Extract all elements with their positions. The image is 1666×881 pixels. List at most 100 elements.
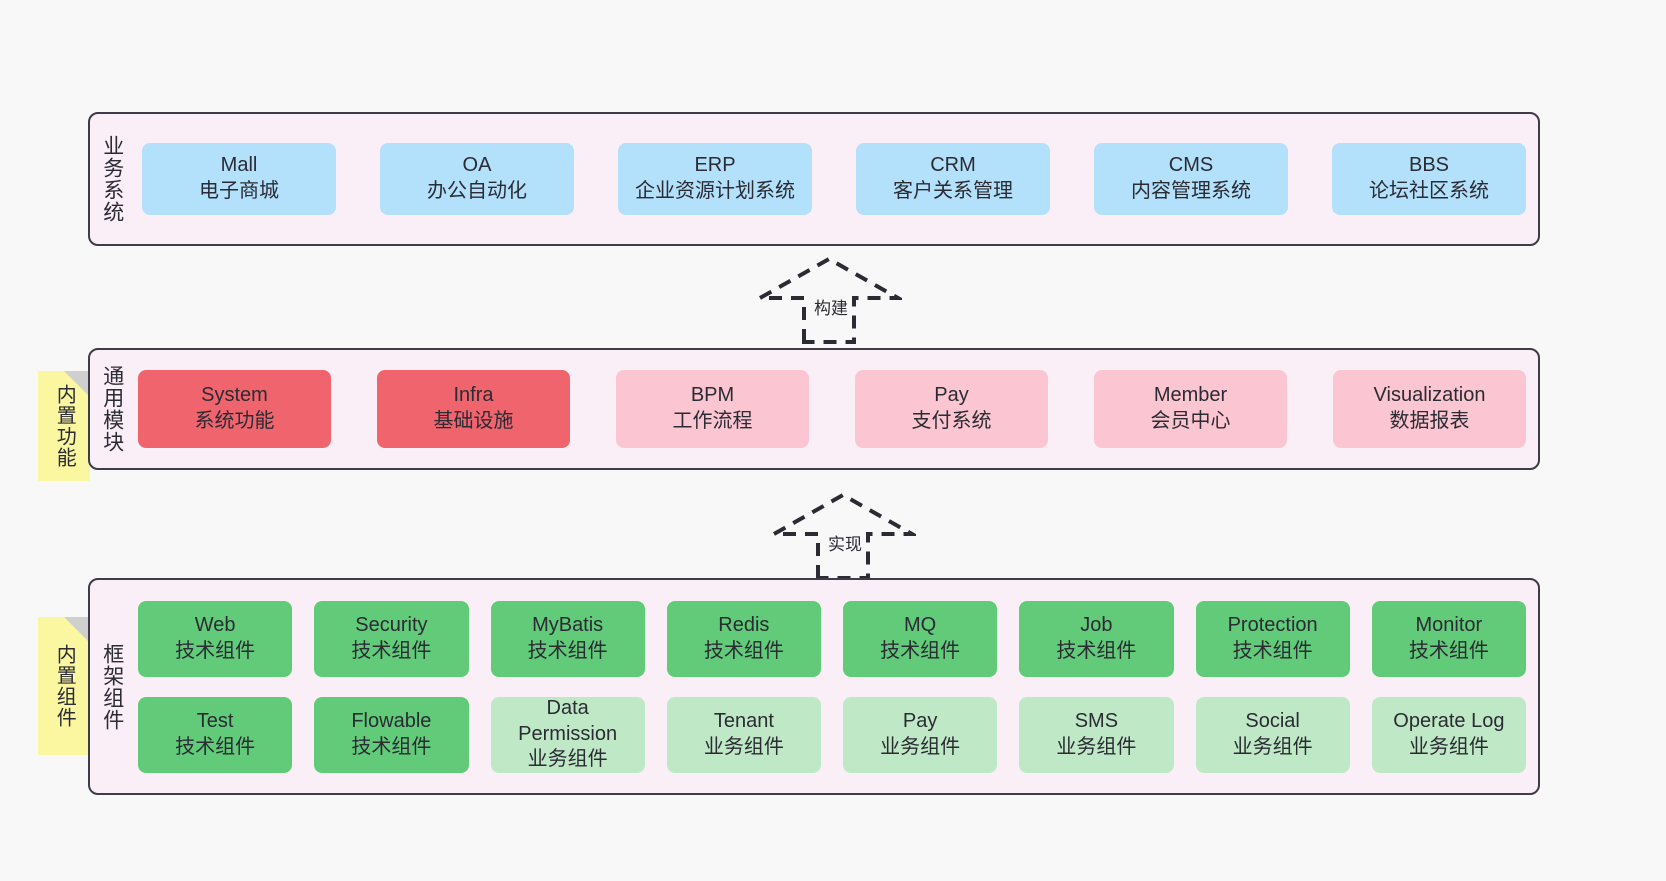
framework-box-data-permission[interactable]: Data Permission 业务组件 (490, 696, 645, 773)
box-title: OA (462, 154, 492, 177)
framework-box-web[interactable]: Web 技术组件 (138, 600, 293, 677)
box-subtitle: 技术组件 (175, 639, 256, 662)
module-box-pay[interactable]: Pay 支付系统 (855, 370, 1048, 448)
box-title: MyBatis (532, 613, 604, 636)
layer-body-module: System 系统功能 Infra 基础设施 BPM 工作流程 Pay 支付系统… (134, 350, 1538, 468)
module-row: System 系统功能 Infra 基础设施 BPM 工作流程 Pay 支付系统… (138, 370, 1526, 448)
box-title: Job (1080, 613, 1113, 636)
arrow-build-label: 构建 (814, 299, 848, 318)
framework-box-redis[interactable]: Redis 技术组件 (666, 600, 821, 677)
box-title: Protection (1227, 613, 1318, 636)
framework-row-1: Web 技术组件 Security 技术组件 MyBatis 技术组件 Redi… (138, 600, 1526, 677)
framework-row-2: Test 技术组件 Flowable 技术组件 Data Permission … (138, 696, 1526, 773)
box-title: BBS (1408, 154, 1450, 177)
box-title: Tenant (713, 709, 774, 732)
box-subtitle: 数据报表 (1389, 410, 1470, 432)
box-title: CMS (1168, 154, 1214, 177)
layer-title-framework: 框架组件 (100, 642, 124, 731)
business-box-mall[interactable]: Mall 电子商城 (142, 143, 336, 215)
note-label: 内置组件 (53, 644, 76, 728)
framework-box-social[interactable]: Social 业务组件 (1195, 696, 1350, 773)
layer-title-module: 通用模块 (100, 365, 124, 453)
box-title: Data Permission (518, 697, 618, 745)
box-title: System (201, 384, 268, 407)
layer-common-module: 通用模块 System 系统功能 Infra 基础设施 BPM 工作流程 Pay… (88, 348, 1540, 470)
framework-box-protection[interactable]: Protection 技术组件 (1195, 600, 1350, 677)
box-subtitle: 业务组件 (1408, 735, 1489, 758)
box-subtitle: 会员中心 (1150, 410, 1231, 432)
box-subtitle: 技术组件 (703, 639, 784, 662)
box-title: CRM (930, 154, 976, 177)
box-subtitle: 工作流程 (672, 410, 753, 432)
box-subtitle: 支付系统 (911, 410, 992, 432)
box-subtitle: 企业资源计划系统 (635, 180, 795, 202)
box-title: Flowable (351, 709, 432, 732)
box-subtitle: 基础设施 (433, 410, 514, 432)
framework-box-mq[interactable]: MQ 技术组件 (843, 600, 998, 677)
business-box-crm[interactable]: CRM 客户关系管理 (856, 143, 1050, 215)
business-row: Mall 电子商城 OA 办公自动化 ERP 企业资源计划系统 CRM 客户关系… (142, 143, 1526, 215)
box-title: Monitor (1415, 613, 1483, 636)
box-title: Social (1245, 709, 1300, 732)
business-box-erp[interactable]: ERP 企业资源计划系统 (618, 143, 812, 215)
framework-box-flowable[interactable]: Flowable 技术组件 (314, 696, 469, 773)
box-title: Visualization (1373, 384, 1486, 407)
framework-box-mybatis[interactable]: MyBatis 技术组件 (490, 600, 645, 677)
business-box-cms[interactable]: CMS 内容管理系统 (1094, 143, 1288, 215)
note-builtin-component: 内置组件 (38, 617, 90, 755)
box-title: Operate Log (1393, 709, 1505, 732)
layer-business-system: 业务系统 Mall 电子商城 OA 办公自动化 ERP 企业资源计划系统 CRM… (88, 112, 1540, 246)
box-subtitle: 客户关系管理 (893, 180, 1013, 202)
note-builtin-function: 内置功能 (38, 371, 90, 481)
module-box-visualization[interactable]: Visualization 数据报表 (1333, 370, 1526, 448)
box-subtitle: 系统功能 (194, 410, 275, 432)
module-box-infra[interactable]: Infra 基础设施 (377, 370, 570, 448)
business-box-oa[interactable]: OA 办公自动化 (380, 143, 574, 215)
box-subtitle: 内容管理系统 (1131, 180, 1251, 202)
box-subtitle: 论坛社区系统 (1369, 180, 1489, 202)
box-subtitle: 技术组件 (1056, 639, 1137, 662)
box-subtitle: 技术组件 (880, 639, 961, 662)
framework-box-pay[interactable]: Pay 业务组件 (843, 696, 998, 773)
box-title: Security (355, 613, 428, 636)
layer-body-framework: Web 技术组件 Security 技术组件 MyBatis 技术组件 Redi… (134, 580, 1538, 793)
box-subtitle: 业务组件 (527, 748, 608, 771)
layer-title-business: 业务系统 (100, 135, 124, 223)
framework-box-job[interactable]: Job 技术组件 (1019, 600, 1174, 677)
box-subtitle: 技术组件 (351, 639, 432, 662)
box-title: Test (196, 709, 234, 732)
module-box-system[interactable]: System 系统功能 (138, 370, 331, 448)
box-title: Infra (453, 384, 494, 407)
box-title: Member (1153, 384, 1228, 407)
module-box-member[interactable]: Member 会员中心 (1094, 370, 1287, 448)
box-subtitle: 业务组件 (703, 735, 784, 758)
box-subtitle: 技术组件 (1232, 639, 1313, 662)
box-subtitle: 办公自动化 (427, 180, 527, 202)
box-title: Web (194, 613, 236, 636)
framework-box-tenant[interactable]: Tenant 业务组件 (666, 696, 821, 773)
box-title: SMS (1074, 709, 1119, 732)
framework-box-sms[interactable]: SMS 业务组件 (1019, 696, 1174, 773)
framework-box-operate-log[interactable]: Operate Log 业务组件 (1371, 696, 1526, 773)
note-label: 内置功能 (53, 384, 76, 468)
box-subtitle: 电子商城 (199, 180, 279, 202)
framework-box-monitor[interactable]: Monitor 技术组件 (1371, 600, 1526, 677)
box-subtitle: 技术组件 (175, 735, 256, 758)
business-box-bbs[interactable]: BBS 论坛社区系统 (1332, 143, 1526, 215)
layer-framework-component: 框架组件 Web 技术组件 Security 技术组件 MyBatis 技术组件… (88, 578, 1540, 795)
module-box-bpm[interactable]: BPM 工作流程 (616, 370, 809, 448)
box-title: ERP (694, 154, 736, 177)
arrow-implement: 实现 (766, 492, 920, 580)
box-subtitle: 技术组件 (1408, 639, 1489, 662)
box-title: BPM (690, 384, 735, 407)
arrow-build: 构建 (752, 256, 906, 344)
arrow-implement-label: 实现 (828, 535, 862, 554)
box-title: Mall (220, 154, 258, 177)
box-title: Pay (902, 709, 938, 732)
box-title: Redis (718, 613, 770, 636)
box-title: MQ (904, 613, 937, 636)
framework-box-test[interactable]: Test 技术组件 (138, 696, 293, 773)
framework-box-security[interactable]: Security 技术组件 (314, 600, 469, 677)
box-subtitle: 业务组件 (880, 735, 961, 758)
